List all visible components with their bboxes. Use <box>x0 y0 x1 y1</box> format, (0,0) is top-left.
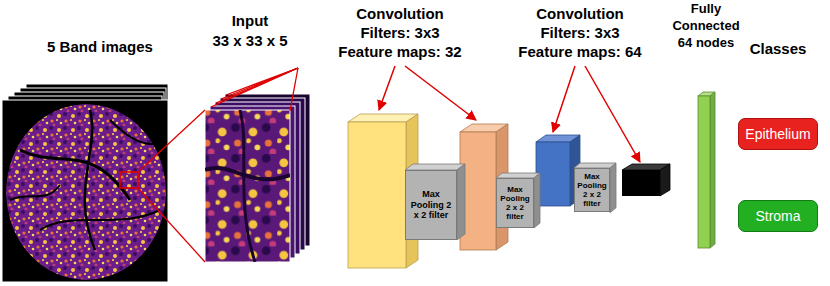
heading-label: 5 Band images <box>47 38 153 55</box>
flatten-block-side <box>660 164 670 196</box>
conv-block <box>348 122 406 268</box>
heading-label: Input <box>232 12 269 29</box>
pooling-top <box>405 164 465 170</box>
pooling-top <box>574 163 616 168</box>
leader-arrow <box>585 66 640 162</box>
zoom-line <box>138 188 205 262</box>
heading-label: 33 x 33 x 5 <box>212 32 287 49</box>
class-box: Stroma <box>738 200 818 232</box>
zoom-lines <box>138 68 298 262</box>
pooling-top <box>496 173 540 178</box>
heading-label: Convolution <box>536 5 623 22</box>
pooling-box: Max Pooling 2 x 2 filter <box>405 170 457 240</box>
heading-label: Filters: 3x3 <box>540 24 619 41</box>
pooling-faces <box>496 178 497 179</box>
pooling-side <box>534 173 540 228</box>
box-text: Max Pooling 2 x 2 filter <box>499 185 531 222</box>
vessel <box>85 110 95 250</box>
pooling-faces <box>574 168 575 169</box>
patch-band <box>205 110 290 262</box>
leader-arrow <box>405 66 476 120</box>
dense-bar-side <box>710 92 715 248</box>
heading-label: Fully <box>691 2 721 17</box>
heading-label: Feature maps: 32 <box>338 43 461 60</box>
conv-block <box>460 132 496 250</box>
input-line <box>211 68 298 107</box>
box-text: Epithelium <box>745 126 811 142</box>
heading-label: 64 nodes <box>678 36 734 51</box>
heading-arrows <box>379 66 640 162</box>
pooling-faces <box>405 170 406 171</box>
heading-label: Filters: 3x3 <box>360 24 439 41</box>
patch-vessels <box>205 110 290 262</box>
band-image <box>2 100 168 282</box>
heading-label: Convolution <box>356 5 443 22</box>
vessel <box>40 210 160 230</box>
box-text: Max Pooling 2 x 2 filter <box>408 189 454 220</box>
leader-arrow <box>379 66 395 110</box>
heading-label: Connected <box>672 19 739 34</box>
dense-bar <box>698 96 710 248</box>
patch-marker <box>120 172 138 188</box>
leader-arrow <box>553 66 575 132</box>
conv-block <box>536 142 570 206</box>
heading-label: Classes <box>750 40 807 57</box>
vessel <box>20 150 130 200</box>
vessel <box>205 168 290 179</box>
vessel <box>110 120 165 144</box>
input-line <box>290 68 298 111</box>
pooling-side <box>457 164 465 240</box>
class-box: Epithelium <box>738 118 818 150</box>
pooling-side <box>610 163 616 213</box>
vessel <box>240 110 255 262</box>
pooling-box: Max Pooling 2 x 2 filter <box>574 168 610 213</box>
zoom-line <box>138 110 205 172</box>
heading-label: Feature maps: 64 <box>518 43 641 60</box>
pooling-box: Max Pooling 2 x 2 filter <box>496 178 534 228</box>
flatten-block <box>622 170 660 196</box>
vessel <box>10 185 60 200</box>
box-text: Stroma <box>745 208 811 224</box>
box-text: Max Pooling 2 x 2 filter <box>577 172 607 209</box>
tissue-vessels <box>10 110 165 250</box>
